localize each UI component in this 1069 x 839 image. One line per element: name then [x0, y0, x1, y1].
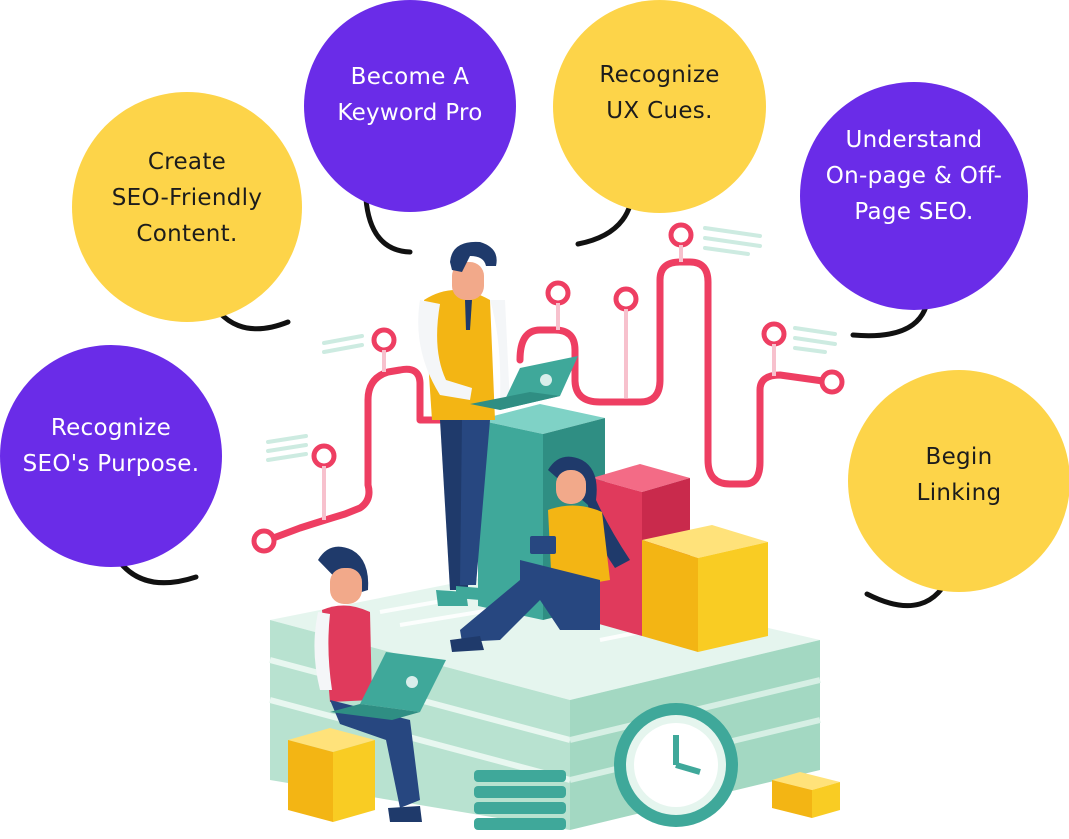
laptop-standing	[470, 356, 578, 410]
bubble-understand-line1: Understand	[845, 127, 983, 153]
pin-stems	[322, 245, 776, 520]
bubble-linking-line1: Begin	[925, 444, 993, 470]
bubble-create-seo-content: Create SEO-Friendly Content.	[72, 92, 302, 322]
path-pins	[251, 222, 845, 554]
bubble-purpose-label: Recognize SEO's Purpose.	[23, 410, 200, 482]
bubble-purpose-line1: Recognize	[50, 415, 172, 441]
bubble-understand-line3: Page SEO.	[854, 199, 974, 225]
bubble-onpage-offpage-seo: Understand On-page & Off- Page SEO.	[800, 82, 1028, 310]
bubble-ux-line2: UX Cues.	[606, 97, 713, 124]
bubble-keyword-pro: Become A Keyword Pro	[304, 0, 516, 212]
small-yellow-box-left	[288, 728, 375, 822]
bubble-keyword-label: Become A Keyword Pro	[337, 59, 482, 131]
small-yellow-box-right	[772, 772, 840, 818]
bubble-seo-purpose: Recognize SEO's Purpose.	[0, 345, 222, 567]
bubble-begin-linking: Begin Linking	[848, 370, 1069, 592]
bubble-create-line1: Create	[147, 149, 227, 175]
clock-icon	[614, 703, 738, 827]
teal-stack	[474, 770, 566, 830]
bubble-ux-line1: Recognize	[599, 61, 720, 88]
bubble-create-line3: Content.	[136, 221, 238, 247]
bubble-linking-label: Begin Linking	[917, 439, 1002, 511]
bubble-linking-line2: Linking	[916, 480, 1002, 506]
bubble-understand-label: Understand On-page & Off- Page SEO.	[826, 122, 1003, 230]
bubble-understand-line2: On-page & Off-	[825, 163, 1003, 189]
bubble-create-line2: SEO-Friendly	[111, 185, 263, 211]
bubble-keyword-line2: Keyword Pro	[337, 100, 483, 126]
woman-laptop	[314, 546, 446, 822]
bubble-keyword-line1: Become A	[350, 64, 470, 90]
decor-lines	[266, 226, 837, 462]
bubble-ux-cues: Recognize UX Cues.	[553, 0, 766, 213]
yellow-box	[642, 525, 768, 652]
bubble-purpose-line2: SEO's Purpose.	[22, 451, 200, 477]
sitting-woman	[450, 456, 630, 652]
standing-man	[418, 241, 510, 606]
bubble-ux-label: Recognize UX Cues.	[599, 57, 719, 129]
bubble-create-label: Create SEO-Friendly Content.	[112, 144, 263, 252]
